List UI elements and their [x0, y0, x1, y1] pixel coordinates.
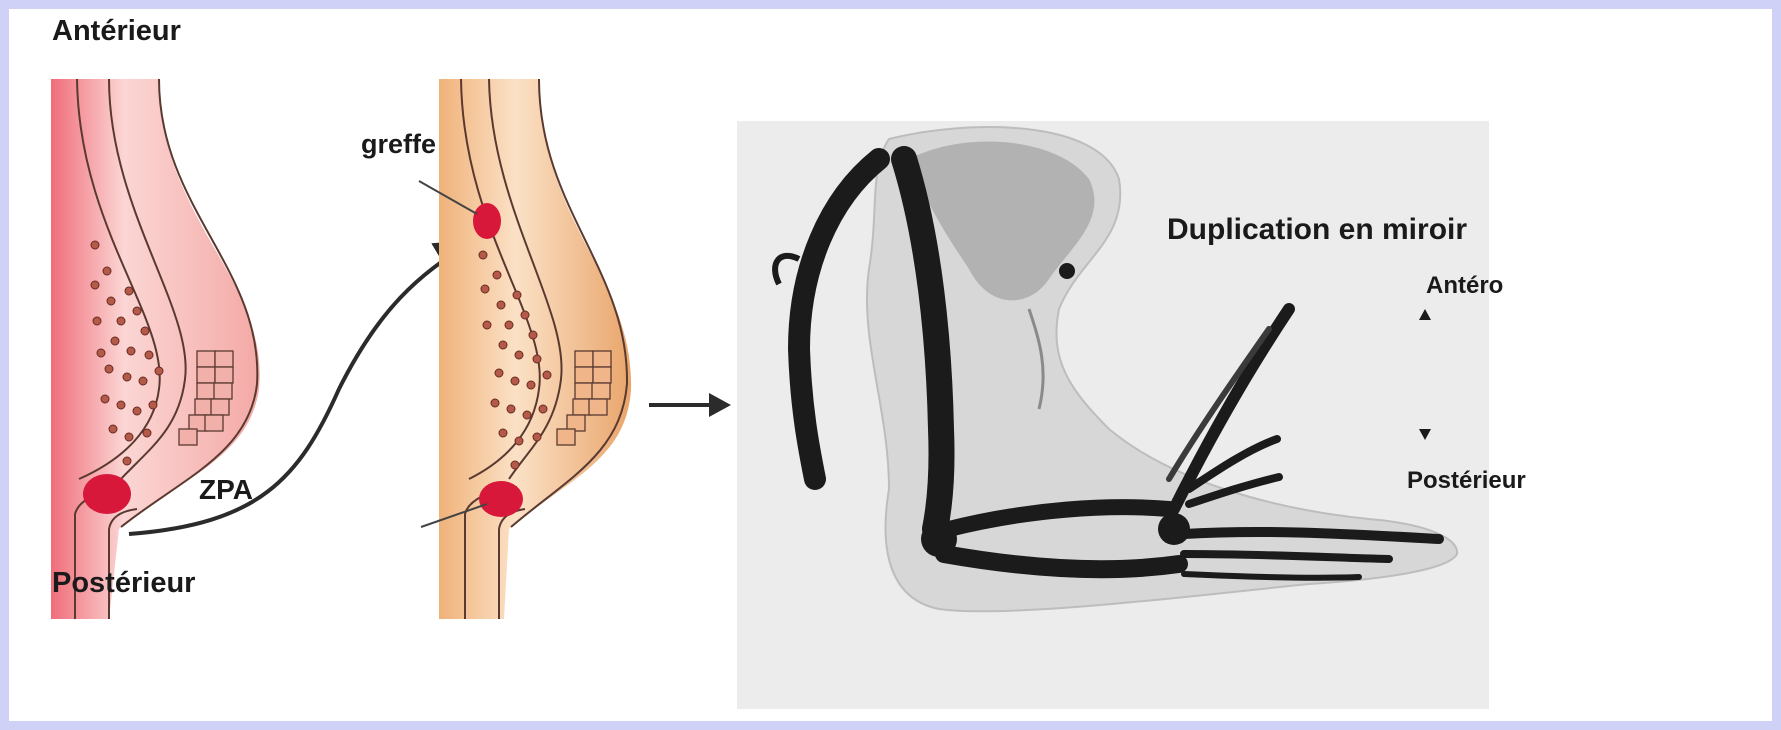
label-zpa: ZPA: [199, 474, 253, 506]
figure-frame: Antérieur Postérieur greffe ZPA Duplicat…: [9, 9, 1772, 721]
label-antero: Antéro: [1426, 272, 1503, 300]
label-graft: greffe: [361, 129, 436, 160]
wing-photo: [737, 121, 1489, 709]
label-posterior-left: Postérieur: [52, 567, 195, 600]
label-mirror-duplication: Duplication en miroir: [1167, 213, 1467, 247]
label-posterior-right: Postérieur: [1407, 467, 1526, 495]
limb-bud-right: [419, 79, 631, 619]
arrow-right-icon: [649, 393, 731, 417]
zpa-region-left: [83, 474, 131, 514]
label-anterior: Antérieur: [52, 15, 181, 48]
zpa-region-right: [479, 481, 523, 517]
limb-bud-left: [51, 79, 260, 619]
figure-canvas: [9, 9, 1772, 721]
graft-region: [473, 203, 501, 239]
